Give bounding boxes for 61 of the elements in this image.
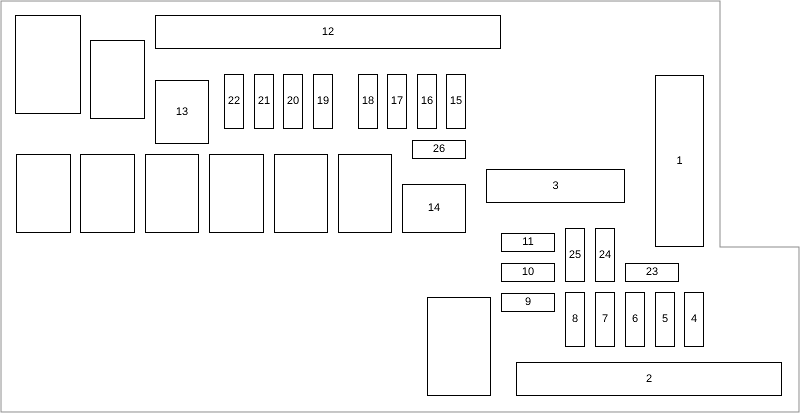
empty-fuse-slot xyxy=(209,154,264,233)
fuse-number: 8 xyxy=(572,314,578,325)
fuse-slot xyxy=(155,15,501,49)
fuse-slot xyxy=(595,228,615,282)
fuse-slot xyxy=(402,184,466,233)
fuse-slot xyxy=(501,263,555,282)
fuse-number: 23 xyxy=(646,267,658,278)
fuse-number: 14 xyxy=(428,203,440,214)
fuse-slot xyxy=(358,74,378,129)
fuse-slot xyxy=(486,169,625,203)
fuse-slot xyxy=(155,80,209,144)
fuse-number: 25 xyxy=(568,250,582,260)
fuse-number: 13 xyxy=(176,106,188,118)
fuse-number: 17 xyxy=(390,96,404,107)
fuse-number: 18 xyxy=(362,96,374,107)
fuse-slot xyxy=(412,140,466,159)
fuse-number: 16 xyxy=(420,96,434,107)
fuse-number: 19 xyxy=(316,96,330,107)
fuse-number: 22 xyxy=(228,96,240,107)
fuse-slot xyxy=(254,74,274,129)
fuse-slot xyxy=(501,233,555,252)
fuse-slot xyxy=(565,228,585,282)
empty-fuse-slot xyxy=(80,154,135,233)
fuse-number: 3 xyxy=(552,180,559,192)
fuse-slot xyxy=(516,362,782,396)
fuse-number: 4 xyxy=(690,314,698,325)
fuse-number: 7 xyxy=(602,314,608,325)
empty-fuse-slot xyxy=(16,154,71,233)
empty-fuse-slot xyxy=(145,154,199,233)
fuse-number: 26 xyxy=(432,144,446,155)
fuse-slot xyxy=(446,74,466,129)
fuse-slot xyxy=(625,263,679,282)
fuse-number: 1 xyxy=(676,156,683,166)
fuse-slot xyxy=(565,292,585,347)
fuse-number: 20 xyxy=(286,96,300,107)
fuse-slot xyxy=(625,292,645,347)
empty-fuse-slot xyxy=(15,15,81,114)
fuse-slot xyxy=(655,75,704,247)
fuse-number: 21 xyxy=(258,96,270,107)
fuse-slot xyxy=(655,292,675,347)
fuse-slot xyxy=(684,292,704,347)
fuse-number: 15 xyxy=(450,96,462,107)
empty-fuse-slot xyxy=(427,297,491,396)
fuse-number: 2 xyxy=(646,374,652,384)
fuse-number: 11 xyxy=(522,237,534,248)
fuse-slot xyxy=(595,292,615,347)
fuse-slot xyxy=(501,293,555,312)
fuse-slot xyxy=(417,74,437,129)
fuse-number: 10 xyxy=(522,267,534,278)
fuse-number: 24 xyxy=(598,250,612,260)
empty-fuse-slot xyxy=(338,154,392,233)
fuse-slot xyxy=(224,74,244,129)
fuse-slot xyxy=(387,74,407,129)
empty-fuse-slot xyxy=(90,40,145,119)
empty-fuse-slot xyxy=(274,154,328,233)
fuse-number: 12 xyxy=(322,26,334,38)
fuse-number: 5 xyxy=(662,314,668,325)
fuse-number: 6 xyxy=(632,314,638,325)
fuse-slot xyxy=(283,74,303,129)
fuse-number: 9 xyxy=(524,297,532,308)
fuse-slot xyxy=(313,74,333,129)
